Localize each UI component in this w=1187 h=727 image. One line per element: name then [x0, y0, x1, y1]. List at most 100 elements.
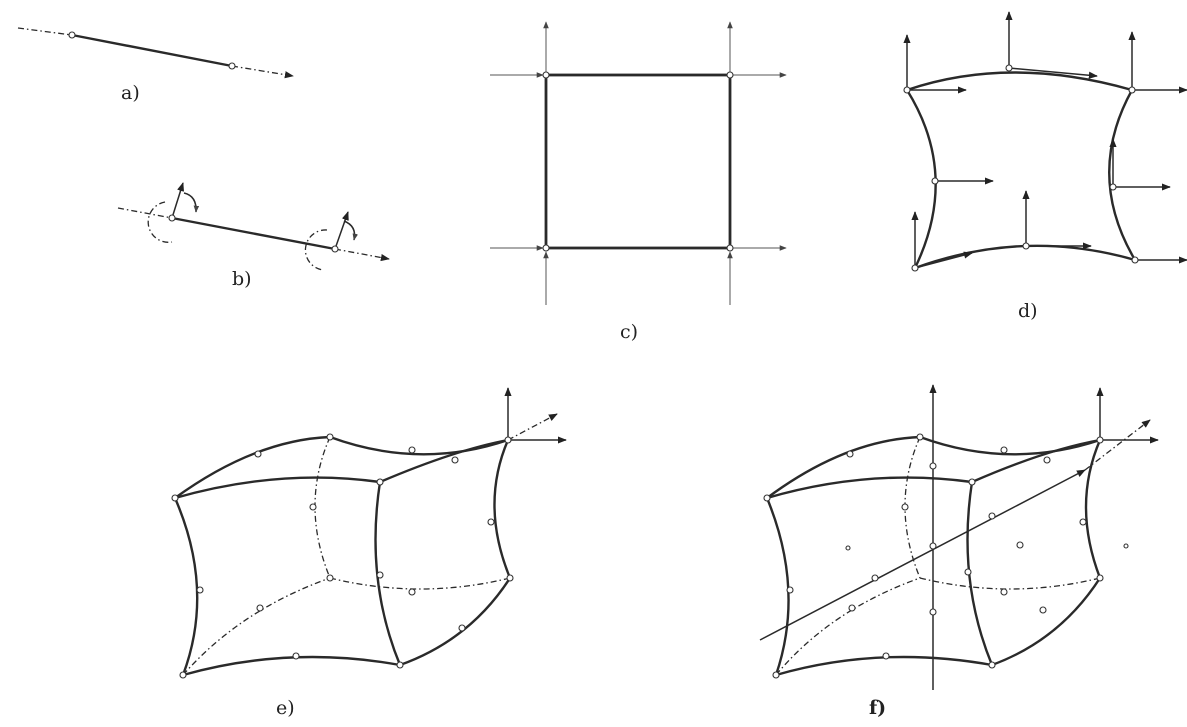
- panel-f-curved-hex-element-internal: [759, 384, 1159, 690]
- edge: [971, 438, 1101, 484]
- internal-node: [929, 542, 937, 550]
- node: [171, 494, 179, 502]
- internal-node: [1016, 541, 1024, 549]
- rotation-arrow: [343, 220, 359, 241]
- local-axis-xi: [759, 469, 1086, 641]
- node: [1022, 242, 1030, 250]
- node: [196, 586, 204, 594]
- node: [916, 433, 924, 441]
- edge: [766, 476, 973, 500]
- hidden-edge: [314, 436, 331, 579]
- node: [1043, 456, 1051, 464]
- transverse-dof-arrow: [171, 182, 185, 219]
- beam-axis-dashed: [117, 207, 173, 219]
- hidden-edge: [775, 577, 921, 676]
- node: [726, 244, 734, 252]
- node: [1128, 86, 1136, 94]
- node: [901, 503, 909, 511]
- edge: [174, 476, 381, 500]
- internal-node: [845, 545, 851, 551]
- edge: [329, 435, 509, 456]
- edge: [991, 577, 1102, 667]
- node: [68, 31, 76, 39]
- node: [309, 503, 317, 511]
- bar-axis-dashed: [17, 27, 73, 36]
- node: [504, 436, 512, 444]
- node: [179, 671, 187, 679]
- node: [408, 588, 416, 596]
- panel-label-a: a): [121, 82, 140, 104]
- node: [1079, 518, 1087, 526]
- node: [506, 574, 514, 582]
- edge: [173, 497, 199, 676]
- rotation-arrow: [183, 192, 200, 213]
- node: [326, 433, 334, 441]
- rectangle-element: [544, 73, 732, 250]
- panel-label-d: d): [1018, 300, 1038, 322]
- curved-edge-right: [1108, 89, 1137, 261]
- node: [256, 604, 264, 612]
- panel-label-f: f): [869, 697, 887, 719]
- edge: [379, 438, 509, 484]
- node: [968, 478, 976, 486]
- edge: [1084, 439, 1102, 579]
- node: [168, 214, 176, 222]
- dof-arrow: [914, 251, 973, 269]
- internal-node: [871, 574, 879, 582]
- node: [542, 244, 550, 252]
- panel-label-b: b): [232, 268, 252, 290]
- node: [964, 568, 972, 576]
- node: [396, 661, 404, 669]
- hidden-edge: [919, 577, 1101, 590]
- node: [1005, 64, 1013, 72]
- node: [903, 86, 911, 94]
- node: [458, 624, 466, 632]
- edge: [919, 435, 1101, 456]
- internal-node: [929, 608, 937, 616]
- edge: [775, 655, 993, 677]
- axis-arrow: [1084, 419, 1151, 471]
- panel-a-bar-element: [17, 27, 294, 79]
- internal-node: [1123, 543, 1129, 549]
- rotation-dof-arc: [304, 229, 328, 271]
- node: [988, 661, 996, 669]
- node: [1000, 588, 1008, 596]
- node: [786, 586, 794, 594]
- edge: [182, 655, 401, 677]
- node: [763, 494, 771, 502]
- node: [848, 604, 856, 612]
- node: [911, 264, 919, 272]
- node: [331, 245, 339, 253]
- node: [846, 450, 854, 458]
- node: [228, 62, 236, 70]
- beam-element-line: [171, 216, 336, 251]
- edge: [399, 577, 512, 667]
- panel-e-curved-hex-element: [171, 387, 567, 679]
- transverse-dof-arrow: [334, 211, 349, 250]
- node: [882, 652, 890, 660]
- panel-b-beam-element: [117, 182, 390, 271]
- node: [772, 671, 780, 679]
- node: [487, 518, 495, 526]
- hidden-edge: [182, 577, 331, 676]
- panel-label-e: e): [276, 697, 295, 719]
- hidden-edge: [329, 577, 511, 590]
- node: [1109, 183, 1117, 191]
- node: [408, 446, 416, 454]
- edge: [766, 435, 921, 499]
- node: [451, 456, 459, 464]
- node: [542, 71, 550, 79]
- node: [326, 574, 334, 582]
- edge: [493, 439, 512, 579]
- node: [1096, 436, 1104, 444]
- node: [1096, 574, 1104, 582]
- dof-arrow: [1008, 67, 1098, 79]
- panel-label-c: c): [620, 321, 639, 343]
- local-axis-arrow: [334, 248, 390, 262]
- edge: [966, 481, 994, 666]
- local-axis-arrow: [231, 65, 294, 79]
- node: [292, 652, 300, 660]
- node: [376, 571, 384, 579]
- curved-edge-top: [906, 71, 1133, 92]
